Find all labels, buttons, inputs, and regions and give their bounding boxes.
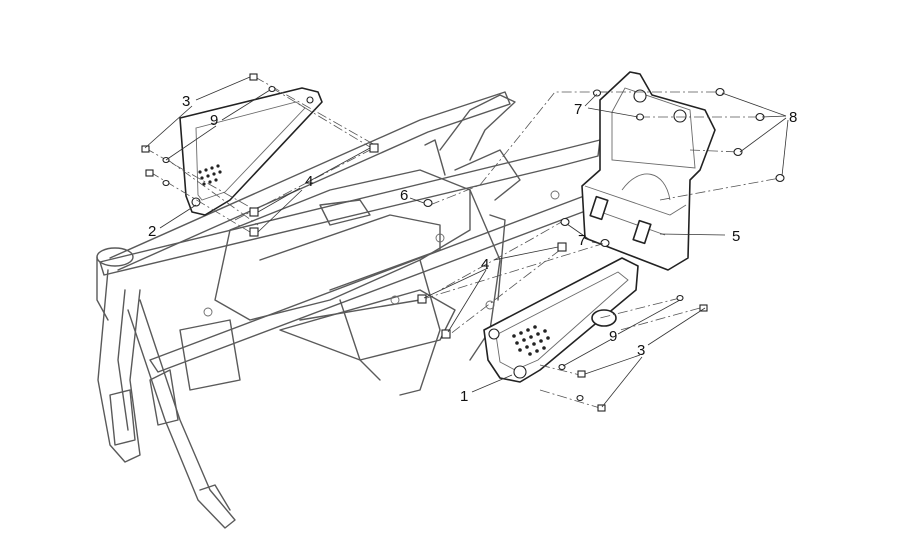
callout-7-lower: 7 bbox=[578, 232, 586, 249]
callout-7-top: 7 bbox=[574, 101, 582, 118]
callout-8: 8 bbox=[789, 109, 797, 126]
callout-6: 6 bbox=[400, 187, 408, 204]
callout-1: 1 bbox=[460, 388, 468, 405]
callout-3-right: 3 bbox=[637, 342, 645, 359]
leader-lines bbox=[144, 76, 789, 408]
callout-5: 5 bbox=[732, 228, 740, 245]
callout-3-left: 3 bbox=[182, 93, 190, 110]
callout-labels: 1 2 3 3 4 4 5 6 7 7 8 9 9 bbox=[148, 93, 797, 405]
callout-9-right: 9 bbox=[609, 328, 617, 345]
callout-4-right: 4 bbox=[481, 256, 489, 273]
callout-4-left: 4 bbox=[305, 173, 313, 190]
right-side-cover-part-1 bbox=[483, 257, 639, 383]
rear-inner-panel-part-5 bbox=[581, 71, 716, 271]
callout-2: 2 bbox=[148, 223, 156, 240]
callout-9-left: 9 bbox=[210, 112, 218, 129]
